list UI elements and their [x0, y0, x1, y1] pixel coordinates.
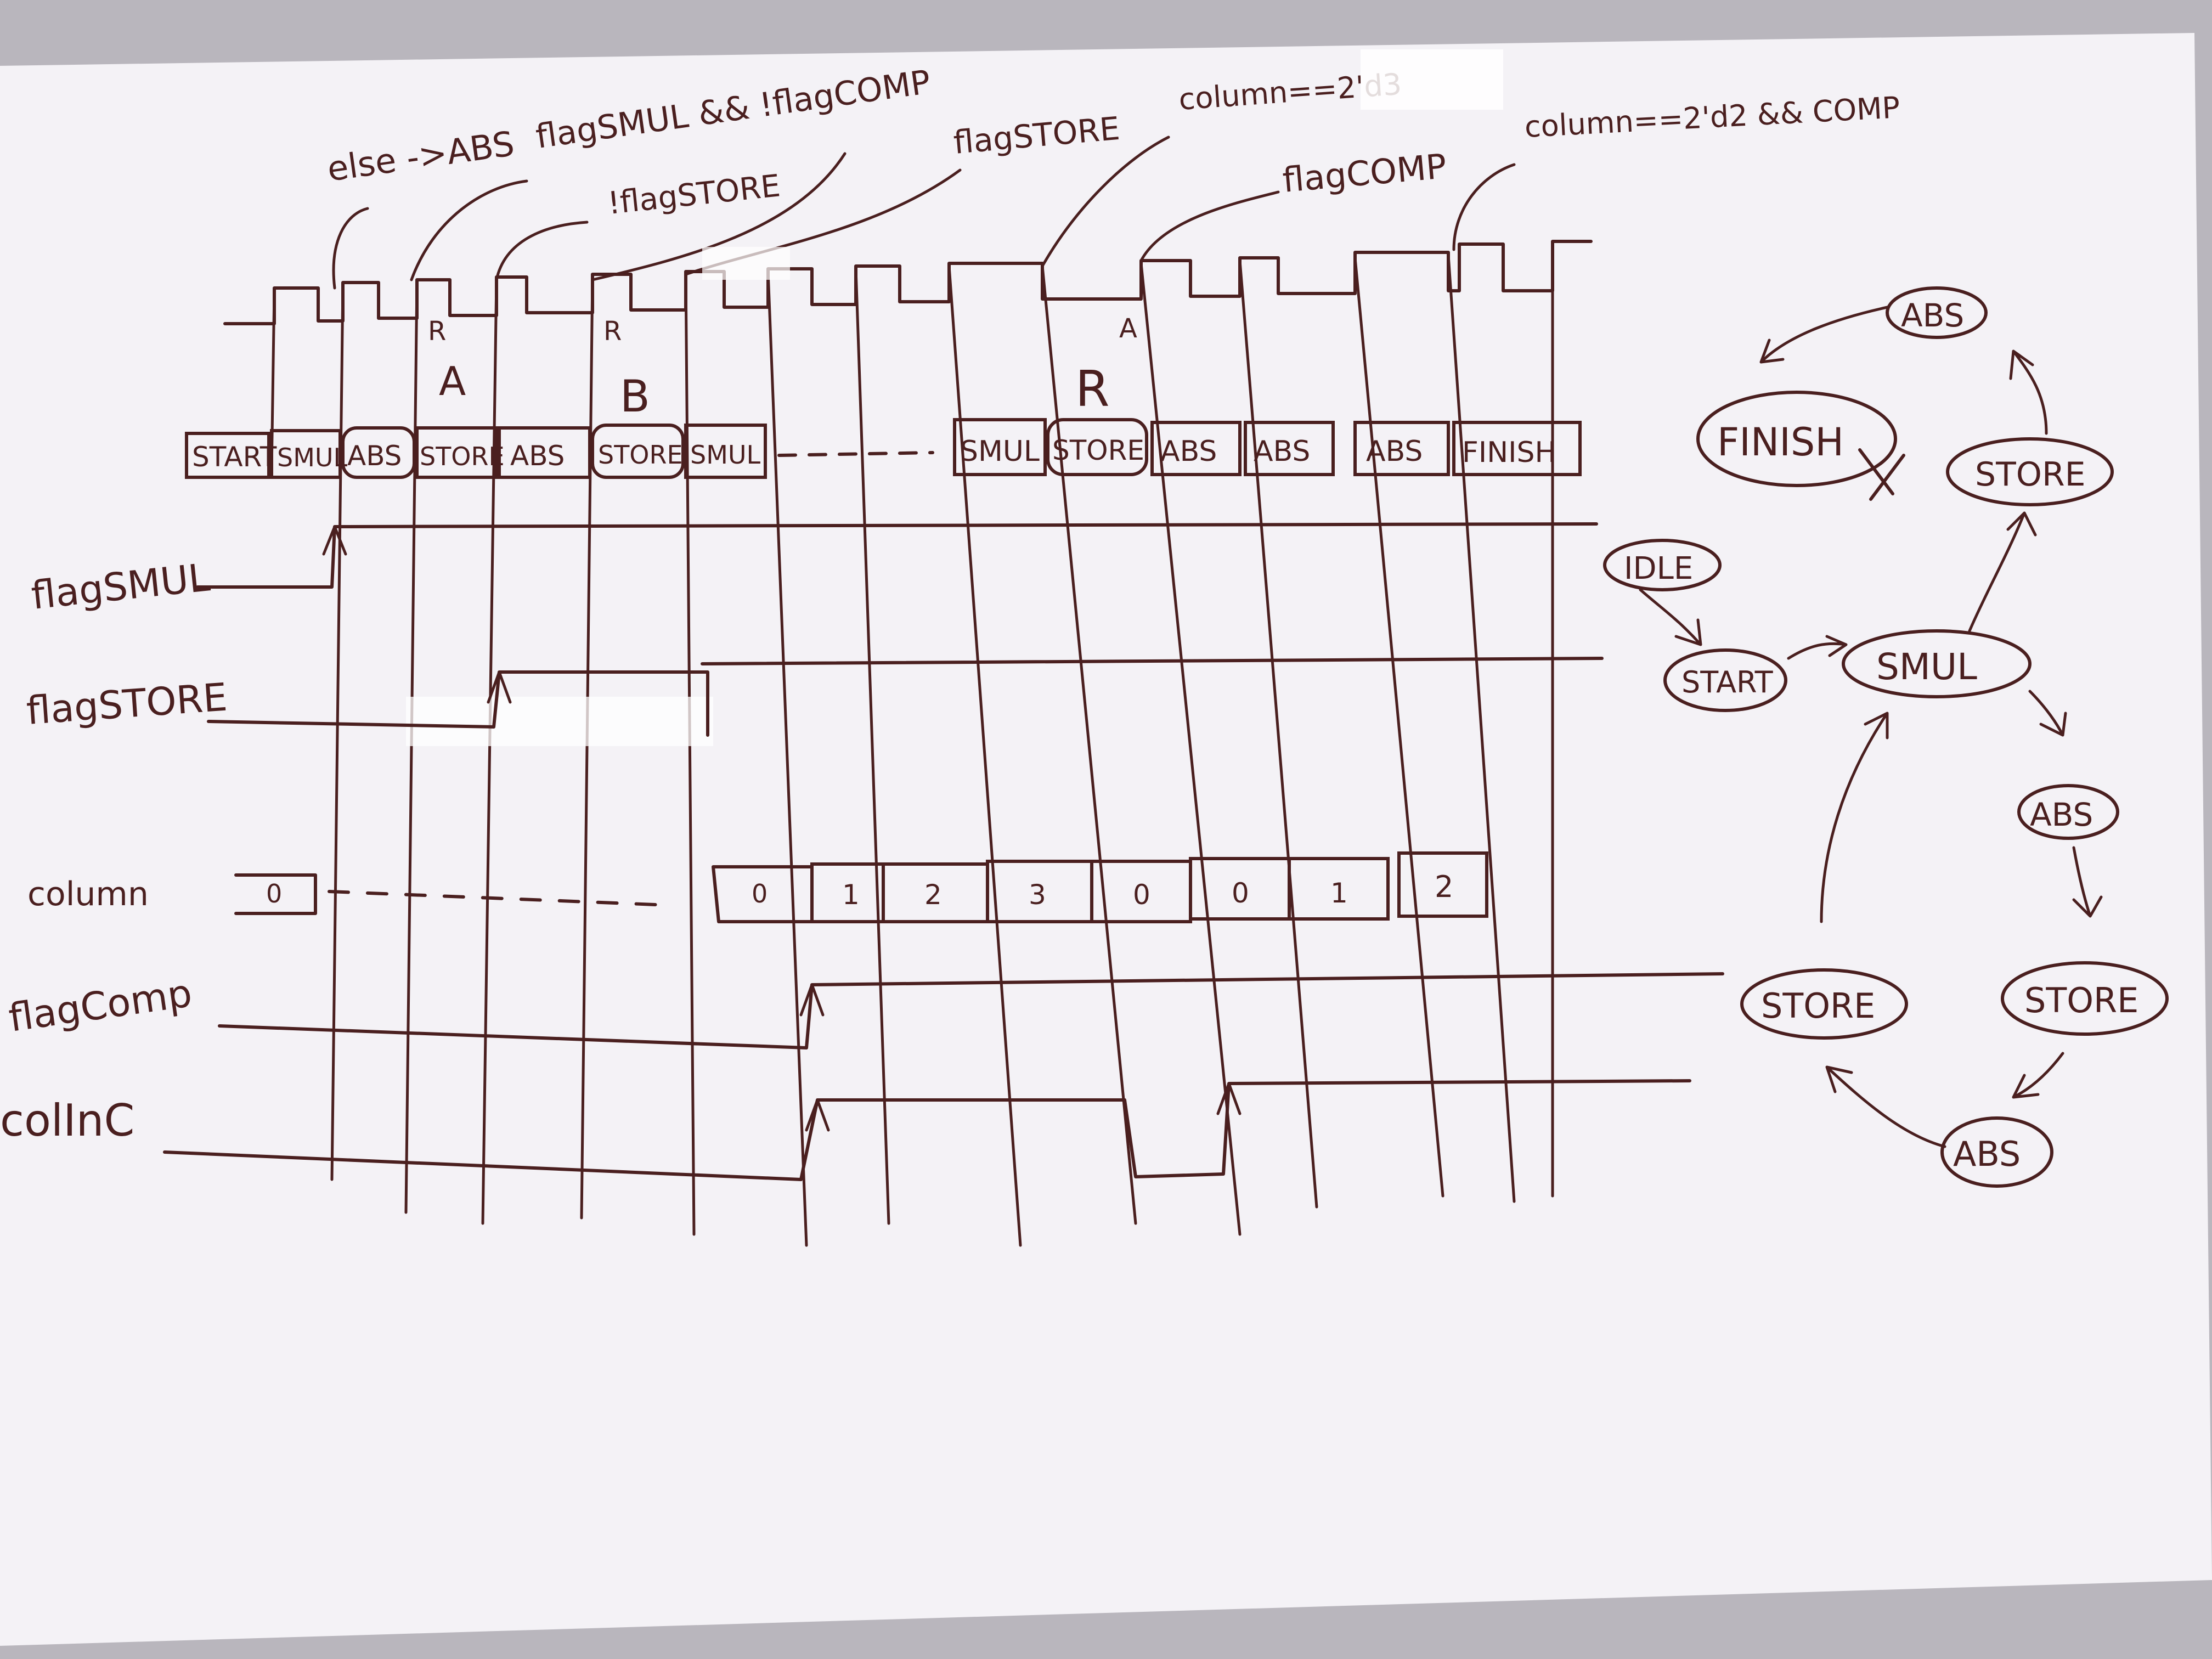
column-cell: 0	[1133, 879, 1150, 911]
state-cell: ABS	[347, 440, 402, 472]
waveform-flagstore	[207, 657, 1604, 746]
column-cell: 2	[924, 879, 942, 911]
fsm-state-abs-right: ABS	[2030, 796, 2093, 833]
state-cell: SMUL	[277, 443, 348, 472]
column-cell: 1	[1330, 877, 1348, 909]
state-cell: ABS	[1254, 435, 1310, 468]
state-cell: STORE	[1052, 435, 1144, 466]
state-sequence: START SMUL ABS STORE ABS STORE SMUL SMUL…	[185, 418, 1582, 479]
fsm-state-abs-top: ABS	[1901, 297, 1964, 334]
tape-patches	[702, 49, 1503, 280]
column-cell: 1	[842, 879, 860, 911]
mark-a-2: A	[1119, 313, 1137, 344]
state-cell: ABS	[1160, 435, 1217, 468]
signal-label-colinc: colInC	[0, 1095, 134, 1146]
fsm-state-abs-bottom: ABS	[1953, 1134, 2021, 1174]
state-cell: ABS	[1366, 435, 1423, 468]
column-cell: 0	[266, 879, 282, 909]
response-marks: R A R B R A	[428, 313, 1137, 422]
fsm-diagram: ABS FINISH STORE IDLE START SMUL ABS STO…	[1603, 286, 2169, 1188]
fsm-state-start: START	[1681, 665, 1774, 699]
state-cell: START	[192, 441, 277, 473]
state-cell: SMUL	[960, 435, 1040, 468]
paper-background	[0, 33, 2212, 1646]
mark-r-3: R	[1075, 360, 1110, 418]
state-cell: STORE	[598, 440, 683, 470]
fsm-state-store-right: STORE	[2024, 980, 2138, 1020]
fsm-state-store-top: STORE	[1975, 455, 2086, 494]
state-cell: FINISH	[1462, 436, 1556, 469]
state-cell: STORE	[420, 442, 505, 471]
mark-a-1: A	[439, 358, 466, 404]
fsm-state-finish: FINISH	[1717, 420, 1844, 465]
column-cell: 3	[1029, 879, 1046, 911]
waveform-colinc	[163, 1079, 1691, 1181]
column-cell: 2	[1435, 870, 1453, 904]
waveform-column: 0 0 1 2 3 0 0 1 2	[234, 851, 1488, 923]
waveform-flagcomp	[218, 972, 1724, 1049]
fsm-state-store-left: STORE	[1761, 986, 1875, 1026]
mark-r-2: R	[603, 316, 622, 347]
column-cell: 0	[752, 879, 768, 909]
mark-b-1: B	[620, 371, 650, 422]
signal-label-column: column	[27, 875, 149, 913]
state-cell: ABS	[510, 440, 565, 472]
column-cell: 0	[1232, 877, 1249, 909]
waveform-flagsmul	[196, 522, 1598, 589]
state-cell: SMUL	[690, 440, 761, 470]
mark-r-1: R	[428, 316, 446, 347]
fsm-state-smul: SMUL	[1876, 646, 1977, 688]
fsm-state-idle: IDLE	[1624, 551, 1693, 586]
